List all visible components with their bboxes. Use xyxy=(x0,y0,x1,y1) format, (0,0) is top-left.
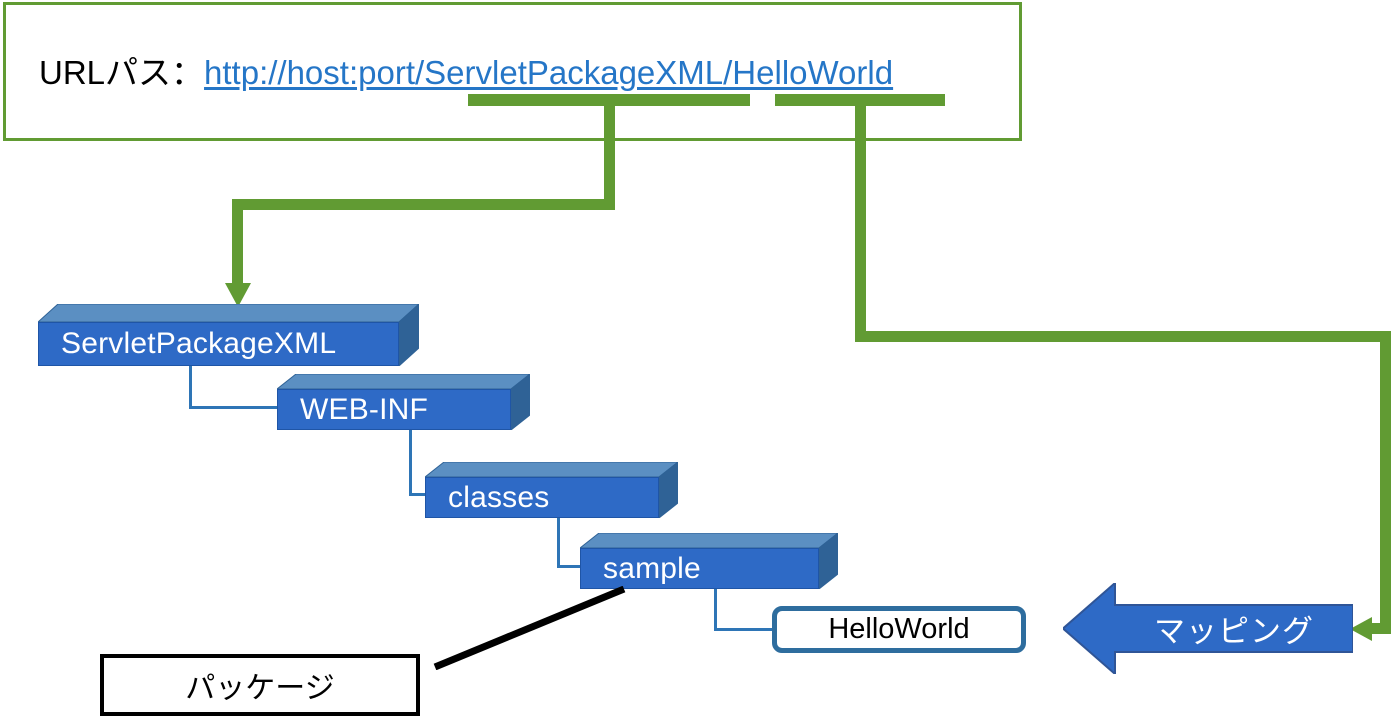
package-callout-box: パッケージ xyxy=(100,654,420,716)
folder-3d-shading xyxy=(38,304,419,366)
folder-label: sample xyxy=(603,551,701,585)
tree-connector-4-horizontal xyxy=(714,628,774,631)
folder-label-face: WEB-INF xyxy=(277,389,511,430)
folder-label-face: sample xyxy=(580,548,819,589)
connector-servletpackage-horizontal xyxy=(232,199,615,210)
connector-servletpackage-vertical-1 xyxy=(604,100,615,210)
folder-label-face: classes xyxy=(425,477,659,518)
tree-connector-3-vertical xyxy=(557,516,560,568)
tree-connector-1-horizontal xyxy=(189,406,298,409)
url-path-label: URLパス： xyxy=(39,54,205,91)
servlet-helloworld-box[interactable]: HelloWorld xyxy=(772,606,1026,653)
connector-helloworld-vertical-1 xyxy=(855,100,866,342)
tree-connector-2-vertical xyxy=(409,427,412,495)
url-path-link[interactable]: http://host:port/ServletPackageXML/Hello… xyxy=(204,54,894,91)
mapping-arrow: マッピング xyxy=(1063,583,1353,674)
package-callout-label: パッケージ xyxy=(185,672,335,705)
servlet-helloworld-label: HelloWorld xyxy=(828,613,970,645)
package-callout-leader-line xyxy=(433,586,626,670)
connector-helloworld-horizontal-2 xyxy=(1368,623,1391,634)
connector-helloworld-arrowhead xyxy=(1350,617,1372,641)
folder-3d-shading xyxy=(425,462,678,518)
url-path-line: URLパス：http://host:port/ServletPackageXML… xyxy=(39,53,893,93)
tree-connector-1-vertical xyxy=(189,362,192,408)
folder-label: WEB-INF xyxy=(300,392,429,426)
connector-servletpackage-arrowhead xyxy=(225,283,251,307)
connector-servletpackage-vertical-2 xyxy=(232,199,243,286)
folder-label: classes xyxy=(448,480,550,514)
folder-label-face: ServletPackageXML xyxy=(38,322,399,366)
url-path-panel: URLパス：http://host:port/ServletPackageXML… xyxy=(3,2,1022,141)
mapping-arrow-shape xyxy=(1063,583,1353,674)
connector-helloworld-horizontal-1 xyxy=(855,331,1391,342)
folder-label: ServletPackageXML xyxy=(61,327,337,360)
folder-classes[interactable]: classes xyxy=(425,462,678,518)
folder-web-inf[interactable]: WEB-INF xyxy=(277,374,530,430)
folder-servletpackagexml[interactable]: ServletPackageXML xyxy=(38,304,419,366)
connector-helloworld-vertical-2 xyxy=(1380,331,1391,628)
tree-connector-3-horizontal xyxy=(557,565,601,568)
tree-connector-4-vertical xyxy=(714,585,717,631)
folder-sample[interactable]: sample xyxy=(580,533,838,589)
